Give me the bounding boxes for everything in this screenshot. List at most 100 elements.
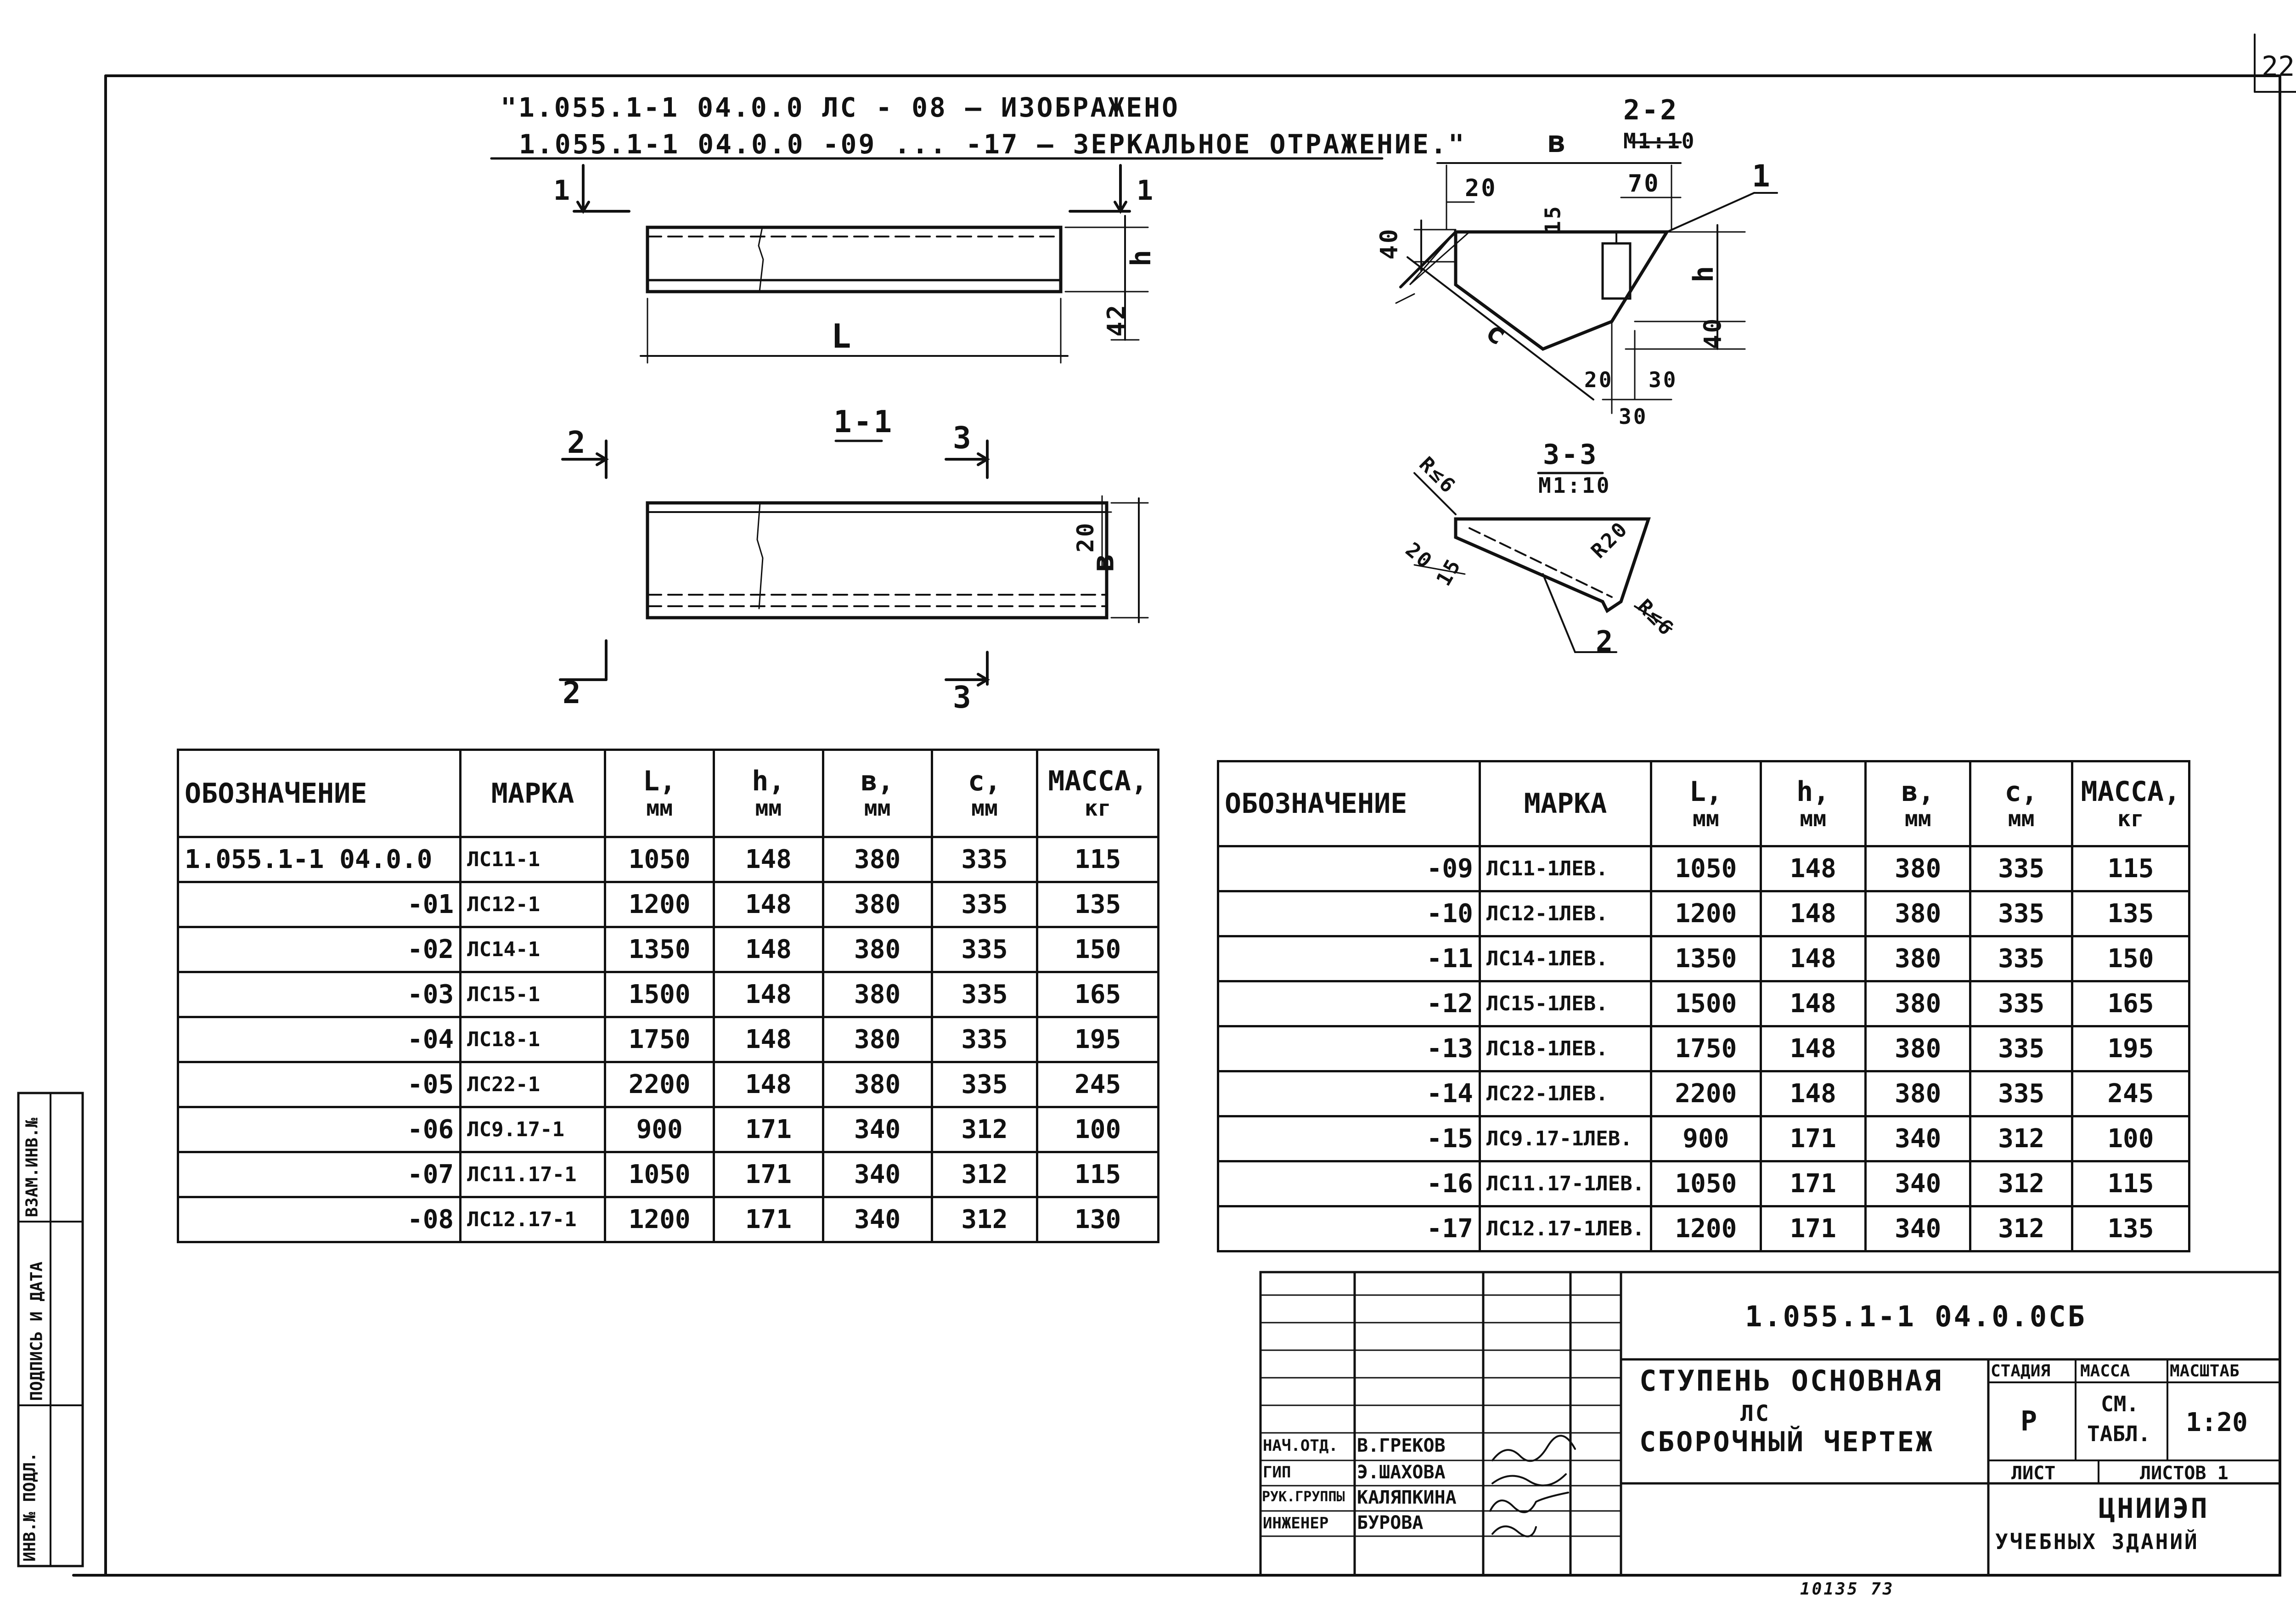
cell-height: 171: [713, 1196, 824, 1243]
col-header-designation: ОБОЗНАЧЕНИЕ: [1217, 760, 1481, 847]
stage-value: Р: [2020, 1405, 2037, 1437]
cell-designation: -14: [1217, 1070, 1481, 1117]
cell-height: 148: [713, 926, 824, 973]
cell-mark: ЛС22-1ЛЕВ.: [1478, 1070, 1653, 1117]
scale-label: МАСШТАБ: [2170, 1362, 2240, 1381]
cell-mass: 165: [2071, 980, 2191, 1027]
col-header-mass: МАССА,кг: [2071, 760, 2191, 847]
col-header-h: h,мм: [713, 749, 824, 838]
cell-mark: ЛС11-1ЛЕВ.: [1478, 845, 1653, 892]
plan-dim-b: в: [1085, 552, 1121, 572]
cell-c: 335: [930, 1016, 1039, 1063]
cell-length: 1350: [1650, 935, 1762, 982]
org-line-2: УЧЕБНЫХ ЗДАНИЙ: [1995, 1529, 2199, 1554]
cell-mark: ЛС18-1ЛЕВ.: [1478, 1025, 1653, 1072]
front-view: [573, 164, 1149, 364]
cell-designation: -04: [176, 1016, 462, 1063]
front-dim-L: L: [831, 317, 853, 355]
plan-view: [559, 440, 1149, 687]
front-section-mark-left: 1: [553, 175, 572, 207]
cell-width: 340: [1864, 1160, 1972, 1207]
cell-c: 312: [930, 1106, 1039, 1153]
cell-height: 171: [1759, 1115, 1867, 1162]
cell-length: 1200: [604, 881, 715, 928]
bottom-note: 10135 73: [1800, 1580, 1895, 1599]
col-header-c: с,мм: [930, 749, 1039, 838]
cell-width: 380: [822, 1016, 933, 1063]
cell-width: 340: [1864, 1115, 1972, 1162]
col-header-L: L,мм: [1650, 760, 1762, 847]
section22-dim-40-left: 40: [1375, 227, 1403, 260]
cell-length: 900: [604, 1106, 715, 1153]
cell-width: 380: [822, 971, 933, 1018]
mass-value-line-1: СМ.: [2101, 1392, 2139, 1416]
cell-height: 148: [1759, 1025, 1867, 1072]
col-header-mark: МАРКА: [1478, 760, 1653, 847]
cell-c: 335: [1969, 1025, 2073, 1072]
signatures: [1489, 1435, 1576, 1538]
cell-length: 1200: [1650, 890, 1762, 937]
cell-mass: 245: [2071, 1070, 2191, 1117]
cell-width: 380: [822, 1061, 933, 1108]
cell-height: 148: [1759, 1070, 1867, 1117]
cell-designation: -16: [1217, 1160, 1481, 1207]
cell-height: 171: [1759, 1160, 1867, 1207]
cell-designation: -10: [1217, 890, 1481, 937]
cell-mark: ЛС12-1: [459, 881, 607, 928]
mass-value-line-2: ТАБЛ.: [2087, 1421, 2151, 1446]
role-2: ГИП: [1263, 1463, 1291, 1482]
cell-width: 340: [822, 1106, 933, 1153]
specification-table-right: ОБОЗНАЧЕНИЕ МАРКА L,мм h,мм в,мм с,мм МА…: [1217, 760, 2191, 1252]
section33-scale: М1:10: [1538, 473, 1611, 498]
section22-dim-15: 15: [1540, 204, 1565, 234]
front-dim-h: h: [1125, 248, 1158, 267]
cell-width: 380: [822, 836, 933, 883]
page-number: 22: [2262, 51, 2295, 83]
plan-mark-3-top: 3: [953, 420, 973, 456]
cell-height: 171: [1759, 1205, 1867, 1252]
plan-mark-2-top: 2: [567, 425, 587, 460]
cell-c: 335: [930, 881, 1039, 928]
name-1: В.ГРЕКОВ: [1357, 1435, 1446, 1456]
cell-height: 148: [1759, 980, 1867, 1027]
title-block-grid: [1259, 1271, 2281, 1577]
cell-height: 148: [1759, 845, 1867, 892]
cell-mass: 135: [1036, 881, 1159, 928]
plan-mark-2-bottom: 2: [563, 675, 583, 710]
cell-c: 335: [930, 1061, 1039, 1108]
cell-width: 380: [1864, 845, 1972, 892]
title-line-3: СБОРОЧНЫЙ ЧЕРТЕЖ: [1639, 1426, 1934, 1458]
cell-height: 148: [713, 881, 824, 928]
cell-c: 335: [1969, 845, 2073, 892]
cell-width: 380: [1864, 980, 1972, 1027]
cell-width: 380: [822, 881, 933, 928]
cell-mass: 135: [2071, 1205, 2191, 1252]
cell-mark: ЛС11.17-1: [459, 1151, 607, 1198]
mass-label: МАССА: [2080, 1362, 2130, 1381]
table-header-row: ОБОЗНАЧЕНИЕ МАРКА L,мм h,мм в,мм с,мм МА…: [176, 749, 1159, 838]
cell-length: 2200: [604, 1061, 715, 1108]
col-header-b: в,мм: [1864, 760, 1972, 847]
cell-c: 312: [1969, 1115, 2073, 1162]
cell-c: 312: [930, 1196, 1039, 1243]
cell-mass: 165: [1036, 971, 1159, 1018]
cell-length: 1500: [604, 971, 715, 1018]
cell-c: 335: [930, 836, 1039, 883]
cell-mass: 115: [2071, 845, 2191, 892]
cell-mark: ЛС15-1: [459, 971, 607, 1018]
cell-width: 340: [822, 1151, 933, 1198]
side-stamp-inv-original: ИНВ.№ ПОДЛ.: [20, 1452, 39, 1562]
header-line-2: 1.055.1-1 04.0.0 -09 ... -17 — ЗЕРКАЛЬНО…: [519, 129, 1466, 160]
cell-width: 340: [822, 1196, 933, 1243]
cell-length: 1050: [1650, 1160, 1762, 1207]
cell-mark: ЛС15-1ЛЕВ.: [1478, 980, 1653, 1027]
